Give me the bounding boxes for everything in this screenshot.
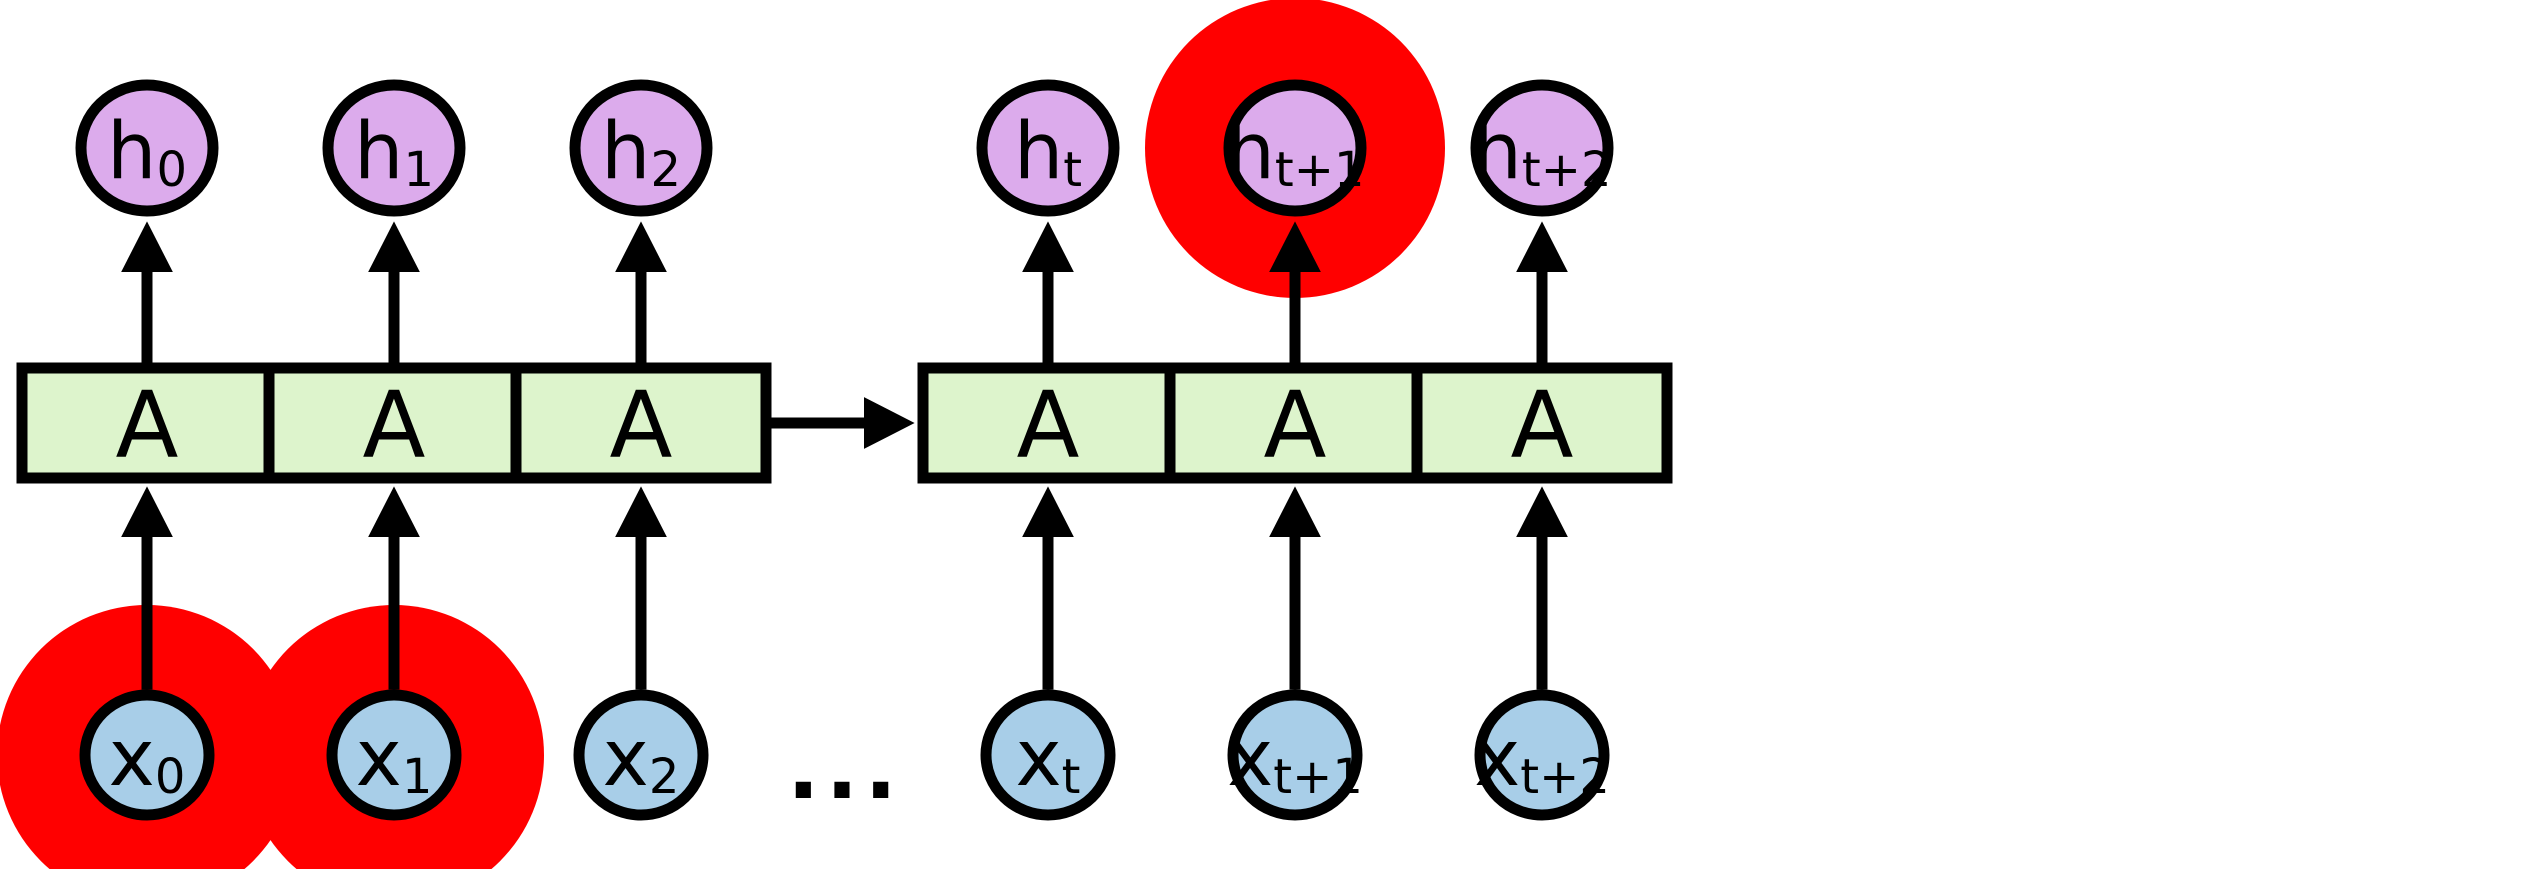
cell-label: A xyxy=(1511,372,1574,479)
hidden-state-circle xyxy=(75,79,219,217)
input-node-xt1: xt+1 xyxy=(1227,689,1363,821)
input-subscript: t+2 xyxy=(1520,749,1610,805)
hidden-state-subscript: t xyxy=(1063,142,1082,198)
input-node-x1: x1 xyxy=(326,689,462,821)
cell-label: A xyxy=(1264,372,1327,479)
input-label: x2 xyxy=(603,714,680,805)
cell-label: A xyxy=(610,372,673,479)
input-circle xyxy=(326,689,462,821)
input-base: x xyxy=(1227,714,1273,804)
hidden-state-circle xyxy=(976,79,1120,217)
hidden-state-base: h xyxy=(354,107,403,197)
hidden-state-label: ht+2 xyxy=(1472,107,1611,198)
cell-label: A xyxy=(116,372,179,479)
input-circle xyxy=(1474,689,1610,821)
rnn-cell-cell-t2: A xyxy=(1411,362,1673,484)
hidden-state-label: ht xyxy=(1014,107,1082,198)
cell-label: A xyxy=(1017,372,1080,479)
hidden-state-base: h xyxy=(1014,107,1063,197)
hidden-state-node-h1: h1 xyxy=(322,79,466,217)
hidden-state-subscript: 0 xyxy=(156,142,187,198)
rnn-cell-cell-0: A xyxy=(16,362,278,484)
hidden-state-circle xyxy=(1223,79,1367,217)
input-base: x xyxy=(109,714,155,804)
input-node-xt: xt xyxy=(980,689,1116,821)
input-subscript: t+1 xyxy=(1273,749,1363,805)
cell-label: A xyxy=(363,372,426,479)
input-label: x1 xyxy=(356,714,433,805)
input-label: xt+1 xyxy=(1227,714,1363,805)
rnn-cell-cell-1: A xyxy=(263,362,525,484)
hidden-state-label: h0 xyxy=(107,107,187,198)
hidden-state-base: h xyxy=(1225,107,1274,197)
hidden-state-label: ht+1 xyxy=(1225,107,1364,198)
cell-box xyxy=(1411,362,1673,484)
input-subscript: t xyxy=(1062,749,1081,805)
hidden-state-subscript: t+1 xyxy=(1275,142,1365,198)
cell-box xyxy=(263,362,525,484)
hidden-state-base: h xyxy=(601,107,650,197)
cell-box xyxy=(16,362,278,484)
input-subscript: 2 xyxy=(649,749,680,805)
input-base: x xyxy=(356,714,402,804)
input-node-x0: x0 xyxy=(79,689,215,821)
hidden-state-subscript: 2 xyxy=(650,142,681,198)
input-node-x2: x2 xyxy=(573,689,709,821)
hidden-state-node-h0: h0 xyxy=(75,79,219,217)
input-base: x xyxy=(1474,714,1520,804)
hidden-state-label: h1 xyxy=(354,107,434,198)
hidden-state-base: h xyxy=(1472,107,1521,197)
input-base: x xyxy=(1016,714,1062,804)
hidden-state-base: h xyxy=(107,107,156,197)
input-label: xt xyxy=(1016,714,1081,805)
cell-box xyxy=(510,362,772,484)
input-subscript: 0 xyxy=(155,749,186,805)
input-circle xyxy=(573,689,709,821)
hidden-state-label: h2 xyxy=(601,107,681,198)
cell-box xyxy=(1164,362,1426,484)
misc-layer: ... xyxy=(787,719,903,819)
input-circle xyxy=(980,689,1116,821)
hidden-state-circle xyxy=(569,79,713,217)
rnn-cell-cell-t: A xyxy=(917,362,1179,484)
hidden-state-circle xyxy=(1470,79,1614,217)
hidden-state-node-ht1: ht+1 xyxy=(1223,79,1367,217)
hidden-state-node-h2: h2 xyxy=(569,79,713,217)
highlight-layer xyxy=(0,0,1445,869)
input-label: x0 xyxy=(109,714,186,805)
hidden-state-node-ht2: ht+2 xyxy=(1470,79,1614,217)
input-node-xt2: xt+2 xyxy=(1474,689,1610,821)
hidden-state-subscript: 1 xyxy=(403,142,434,198)
input-label: xt+2 xyxy=(1474,714,1610,805)
input-circle xyxy=(1227,689,1363,821)
input-circle xyxy=(79,689,215,821)
arrow-layer xyxy=(121,221,1568,690)
hidden-state-circle xyxy=(322,79,466,217)
hidden-state-node-ht: ht xyxy=(976,79,1120,217)
rnn-cell-cell-2: A xyxy=(510,362,772,484)
hidden-state-subscript: t+2 xyxy=(1522,142,1612,198)
rnn-cell-cell-t1: A xyxy=(1164,362,1426,484)
sequence-ellipsis: ... xyxy=(787,719,903,819)
input-subscript: 1 xyxy=(402,749,433,805)
input-base: x xyxy=(603,714,649,804)
